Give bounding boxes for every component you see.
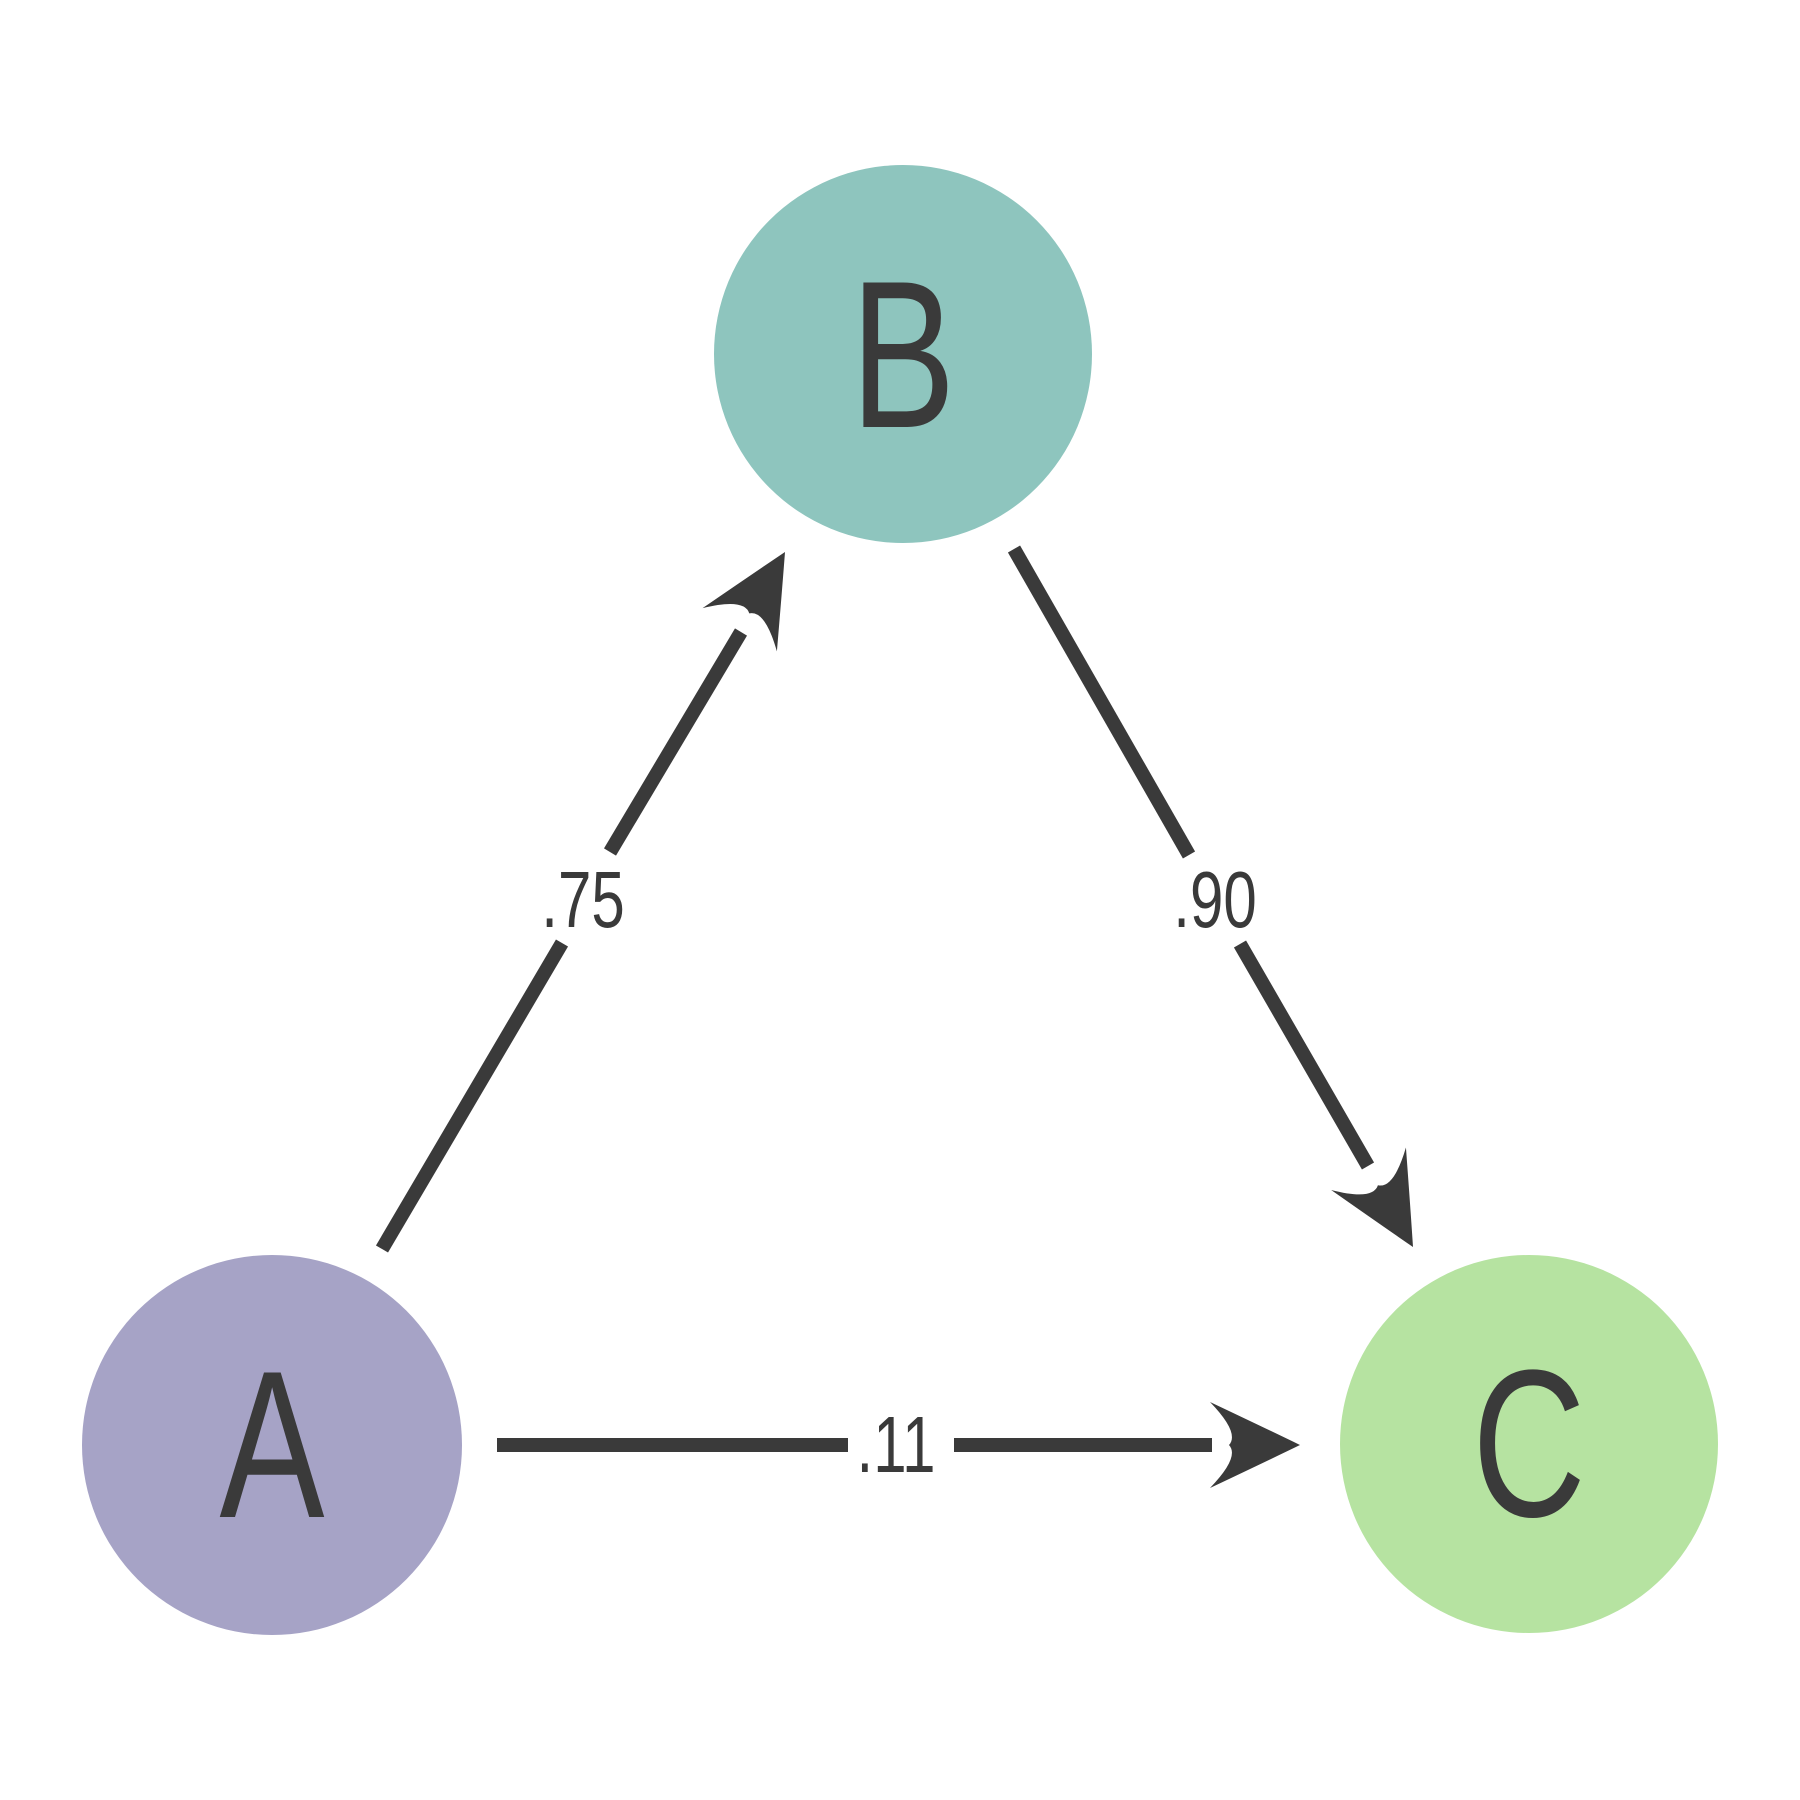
edge-b-to-c-arrowhead-icon [1331,1147,1413,1247]
node-a-label: A [219,1328,324,1562]
edge-a-to-b-segment-1 [375,939,569,1253]
node-c-circle [1340,1255,1718,1633]
edge-b-to-c-weight-label: .90 [1173,855,1256,944]
node-c-label: C [1472,1327,1586,1561]
edge-b-to-c-segment-1 [1007,545,1196,859]
node-a: A [82,1255,462,1635]
node-a-circle [82,1255,462,1635]
node-c: C [1340,1255,1718,1633]
edge-b-to-c: .90 [1007,545,1413,1247]
edge-a-to-b: .75 [375,552,785,1253]
edge-a-to-c-arrowhead-icon [1210,1402,1300,1488]
node-b-circle [714,165,1092,543]
edge-a-to-c-weight-label: .11 [857,1400,936,1489]
edge-b-to-c-segment-2 [1233,940,1375,1170]
edge-a-to-c: .11 [497,1400,1300,1489]
node-b: B [714,165,1092,543]
node-b-label: B [850,238,955,472]
edge-a-to-b-arrowhead-icon [702,552,785,652]
edge-a-to-b-segment-2 [603,628,748,856]
edge-a-to-b-weight-label: .75 [541,855,624,944]
